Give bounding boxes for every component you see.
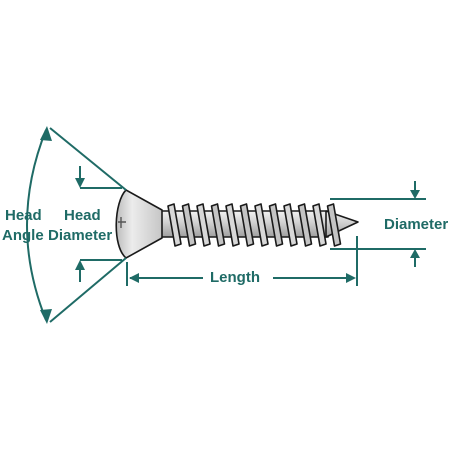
head-angle-leader-top	[49, 127, 127, 191]
diameter-arrowhead-bottom	[410, 249, 420, 258]
phillips-recess	[118, 217, 126, 228]
diameter-arrowhead-top	[410, 190, 420, 199]
head-angle-label-line2: Angle	[2, 227, 44, 244]
screw-head	[115, 189, 163, 259]
thread-crest	[268, 203, 284, 247]
head-diameter-label-line2: Diameter	[48, 227, 113, 244]
length-label: Length	[210, 269, 260, 286]
head-angle-label-line1: Head	[5, 207, 42, 224]
head-angle-arrow-bottom	[40, 309, 52, 324]
dimension-lines	[26, 126, 426, 324]
screw-illustration	[115, 189, 359, 259]
thread-crest	[254, 203, 269, 247]
thread-crest	[312, 203, 327, 247]
thread-crest	[326, 203, 342, 247]
thread-crest	[297, 203, 313, 247]
thread-crest	[239, 203, 255, 247]
thread-crest	[283, 203, 298, 247]
thread-crest	[196, 203, 211, 247]
head-diameter-label-line1: Head	[64, 207, 101, 224]
thread-crest	[181, 203, 197, 247]
thread-crest	[210, 203, 226, 247]
thread-crest	[225, 203, 240, 247]
diameter-label: Diameter	[384, 216, 449, 233]
head-angle-arc	[26, 129, 47, 321]
thread-crest	[167, 203, 182, 247]
screw-threads	[167, 203, 342, 247]
head-diameter-arrowhead-bottom	[75, 260, 85, 270]
head-angle-arrow-top	[40, 126, 52, 141]
length-arrowhead-left	[129, 273, 139, 283]
head-diameter-arrowhead-top	[75, 178, 85, 188]
length-arrowhead-right	[346, 273, 356, 283]
head-angle-leader-bottom	[49, 257, 127, 323]
